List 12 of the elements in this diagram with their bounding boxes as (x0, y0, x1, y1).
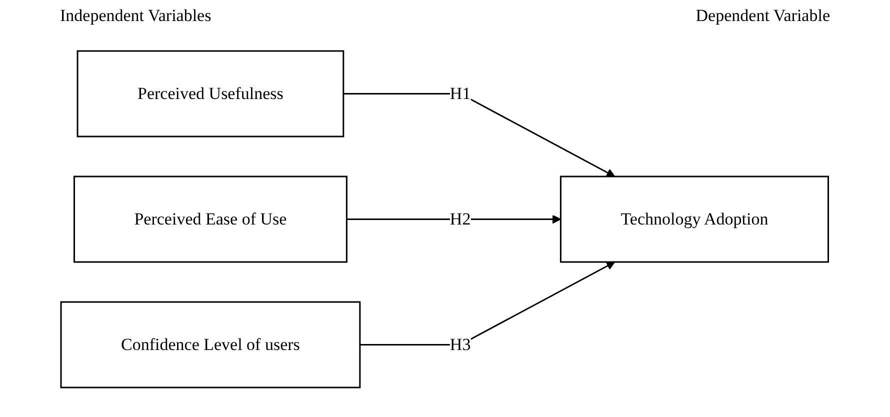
node-box: Perceived Usefulness (77, 50, 345, 138)
arrow (344, 93, 616, 178)
arrow (347, 215, 562, 224)
node-box: Perceived Ease of Use (74, 176, 348, 263)
column-heading: Independent Variables (60, 6, 212, 27)
node-box: Technology Adoption (560, 176, 830, 263)
edge-label: H3 (450, 335, 472, 354)
arrow (360, 262, 616, 346)
edge-label: H1 (450, 84, 472, 104)
edge-label: H2 (450, 210, 472, 229)
node-box: Confidence Level of users (60, 302, 362, 388)
column-heading: Dependent Variable (696, 6, 830, 27)
